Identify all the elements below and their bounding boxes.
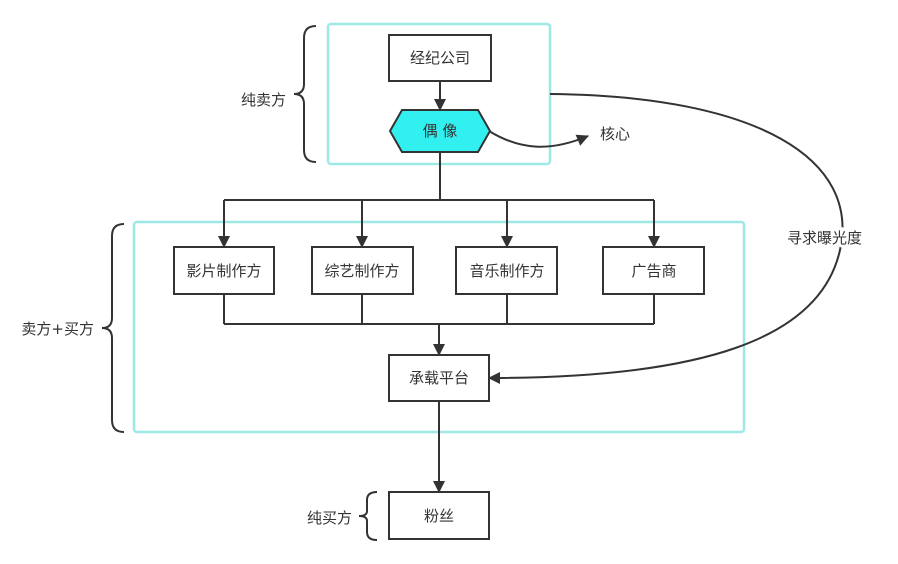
idol-node[interactable]: 偶 像 <box>388 109 492 153</box>
core-curve-arrow <box>488 130 589 148</box>
music-producer-node[interactable]: 音乐制作方 <box>455 246 558 295</box>
advertiser-node[interactable]: 广告商 <box>602 246 705 295</box>
pure-buyer-label: 纯买方 <box>307 509 352 527</box>
pure-buyer-brace <box>358 491 378 541</box>
film-producer-label: 影片制作方 <box>186 262 261 280</box>
music-producer-label: 音乐制作方 <box>469 262 544 280</box>
advertiser-label: 广告商 <box>631 262 676 280</box>
platform-label: 承载平台 <box>409 369 469 387</box>
fans-node[interactable]: 粉丝 <box>388 491 490 540</box>
seller-buyer-label: 卖方+买方 <box>21 320 94 338</box>
platform-node[interactable]: 承载平台 <box>388 354 490 402</box>
variety-producer-node[interactable]: 综艺制作方 <box>311 246 414 295</box>
idol-label: 偶 像 <box>423 122 458 140</box>
film-producer-node[interactable]: 影片制作方 <box>173 246 275 295</box>
seller-buyer-brace <box>101 223 125 433</box>
fans-label: 粉丝 <box>424 507 454 525</box>
core-annotation: 核心 <box>600 125 630 143</box>
agency-node[interactable]: 经纪公司 <box>388 34 492 82</box>
pure-seller-brace <box>293 25 317 163</box>
seek-exposure-curve-arrow <box>488 93 844 384</box>
variety-producer-label: 综艺制作方 <box>324 262 399 280</box>
agency-label: 经纪公司 <box>410 49 470 67</box>
seek-exposure-annotation: 寻求曝光度 <box>787 229 862 247</box>
pure-seller-label: 纯卖方 <box>241 91 286 109</box>
